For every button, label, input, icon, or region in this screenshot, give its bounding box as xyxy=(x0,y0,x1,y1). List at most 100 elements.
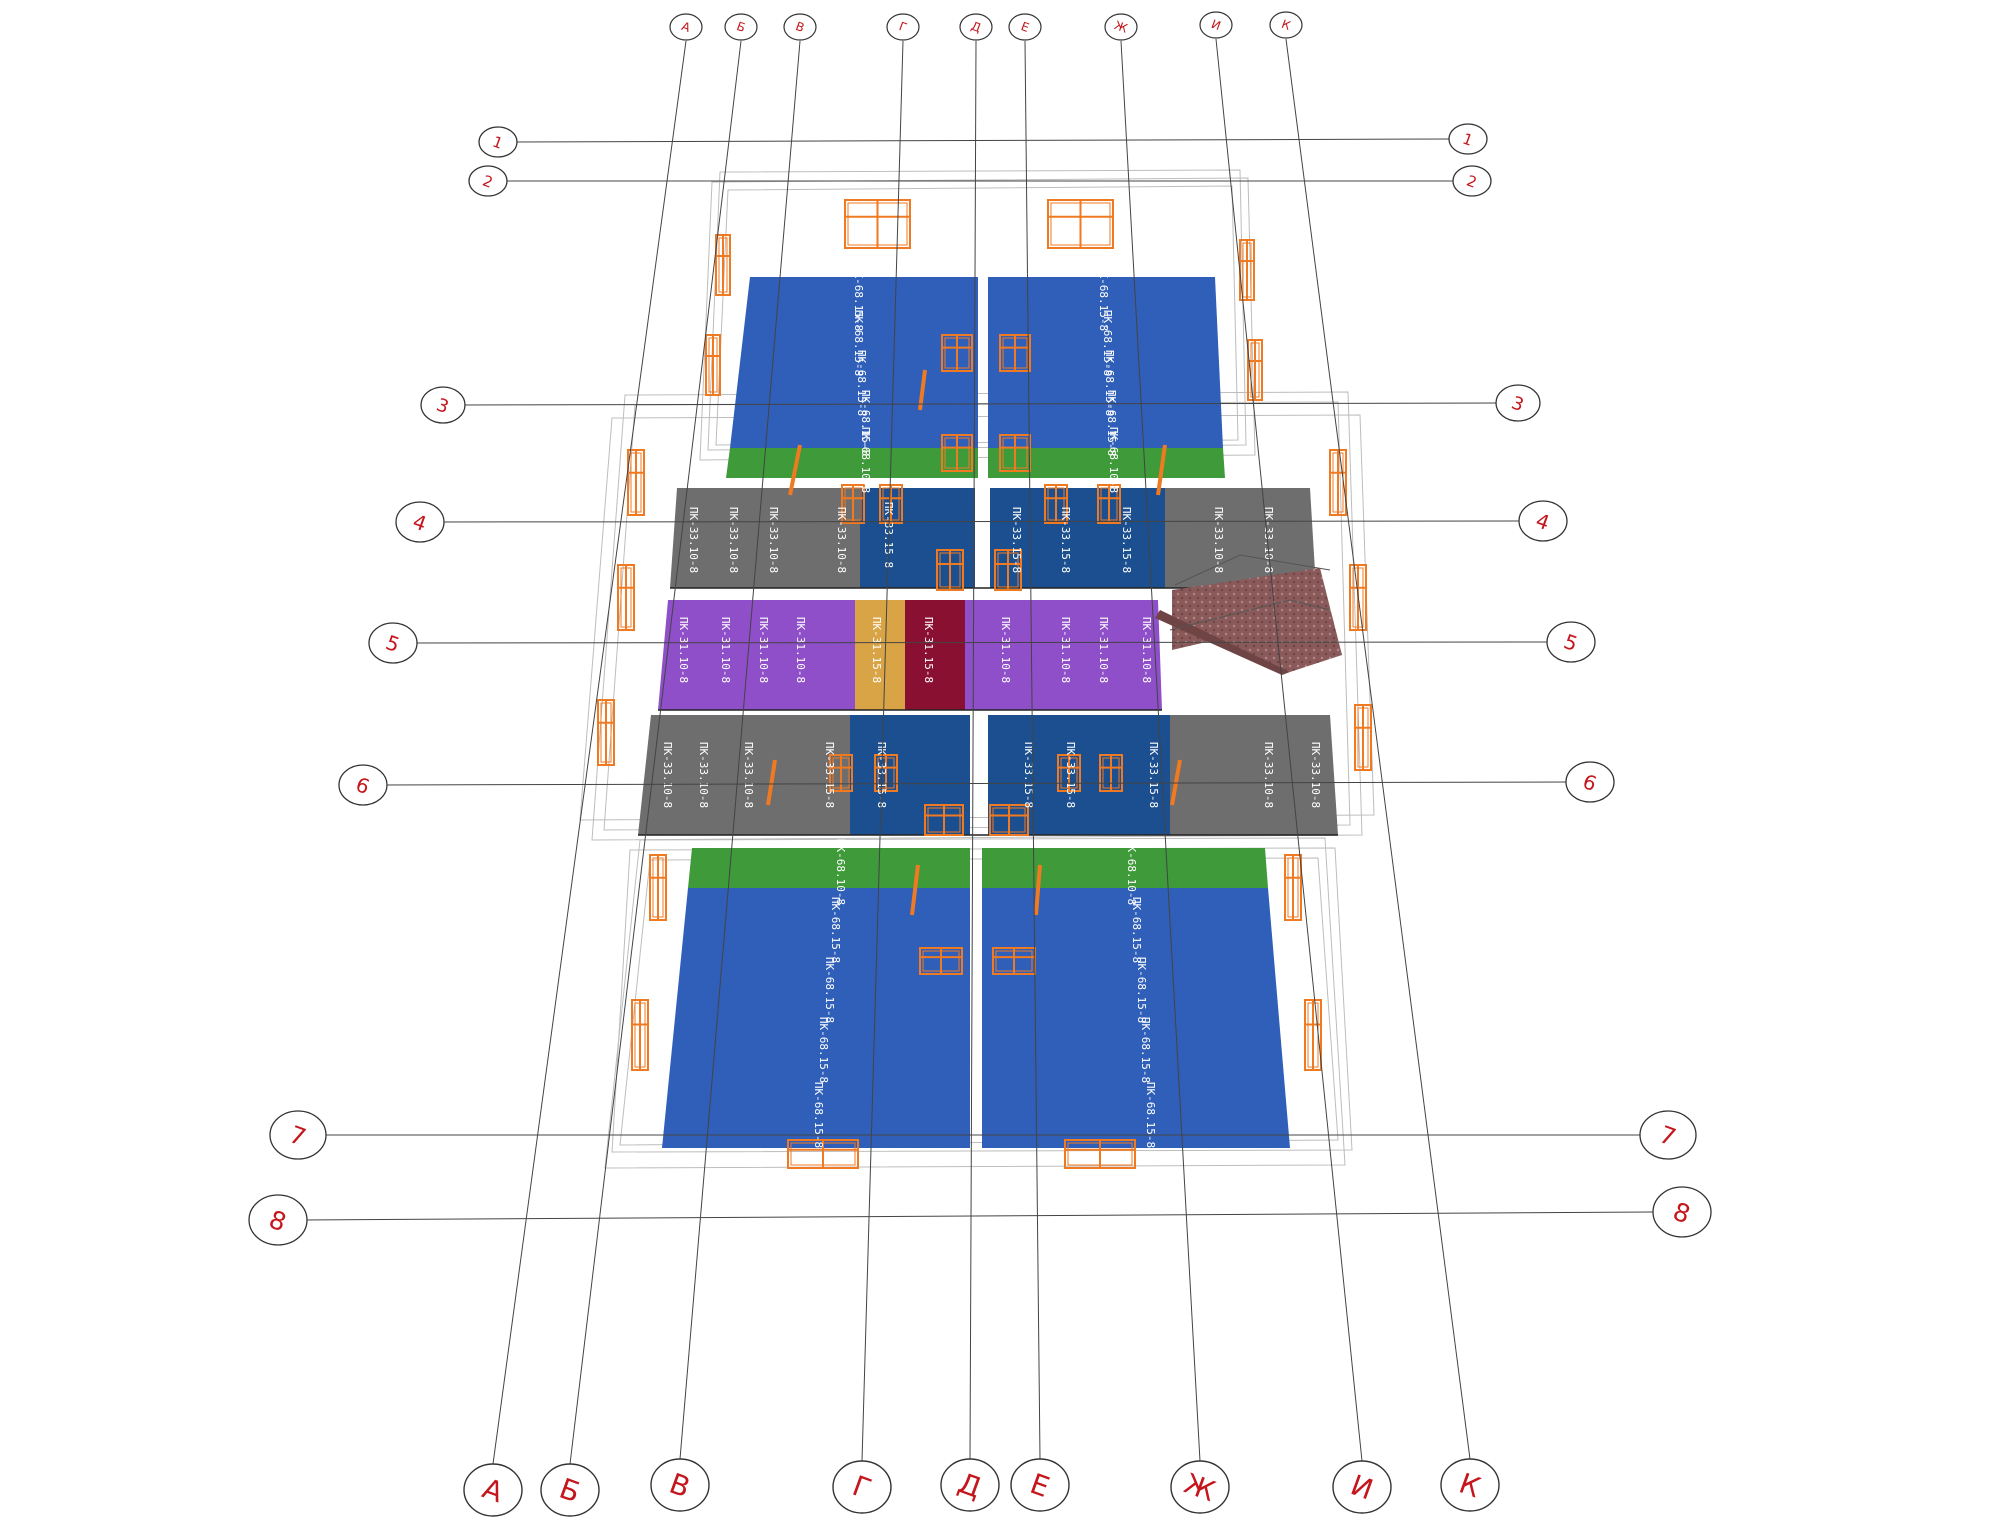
door xyxy=(1057,754,1081,792)
slab-row6-right-gray xyxy=(1170,715,1338,835)
slab-label: ПК-68.15-8 xyxy=(1139,1017,1152,1083)
slab-label: ПК-68.15-8 xyxy=(1105,390,1118,456)
axis-bubble-right-number: 6 xyxy=(1565,761,1615,803)
slab-row5-maroon xyxy=(905,600,965,710)
slab-label: ПК-68.15-8 xyxy=(829,897,842,963)
slab-label: ПК-33.15-8 xyxy=(823,742,836,808)
slab-label: ПК-31.10-8 xyxy=(719,617,732,683)
svg-text:Е: Е xyxy=(1019,19,1031,35)
slab-label: ПК-33.10-8 xyxy=(697,742,710,808)
opening-marker xyxy=(1034,864,1042,916)
axis-bubble-left-number: 2 xyxy=(468,165,508,197)
window-top-left xyxy=(844,199,911,249)
window-frames xyxy=(597,199,1372,1169)
slab-label: ПК-68.15-8 xyxy=(852,265,865,331)
axis-bubble-bottom-letter: Е xyxy=(1010,1458,1070,1512)
slab-label: ПК-33.15-8 xyxy=(1120,507,1133,573)
slab-bottom-left xyxy=(662,888,970,1148)
door xyxy=(999,434,1031,472)
axis-bubble-left-number: 4 xyxy=(395,501,445,543)
door xyxy=(936,549,964,591)
slab-label: ПК-68.10-8 xyxy=(1125,839,1138,905)
door xyxy=(941,434,973,472)
axis-bubble-right-number: 7 xyxy=(1639,1110,1697,1160)
opening-marker xyxy=(910,864,920,916)
axis-bubble-bottom-letter: Г xyxy=(832,1460,892,1514)
svg-text:Д: Д xyxy=(969,19,983,35)
axis-bubble-bottom-letter: И xyxy=(1332,1460,1392,1514)
axis-bubble-top-letter: Ж xyxy=(1104,13,1138,41)
slab-label: ПК-68.15-8 xyxy=(1130,897,1143,963)
axis-line-letter-5 xyxy=(1024,40,1041,1460)
opening-marker xyxy=(1156,444,1167,496)
axis-bubble-left-number: 7 xyxy=(269,1110,327,1160)
floor-slabs xyxy=(638,277,1338,1148)
slab-label: ПК-68.15-8 xyxy=(1097,265,1110,331)
slab-top-right-green xyxy=(988,448,1225,478)
axis-bubble-right-number: 1 xyxy=(1448,123,1488,155)
window-left-side xyxy=(631,999,649,1071)
slab-label: ПК-31.10-8 xyxy=(1140,617,1153,683)
slab-label: ПК-68.10-8 xyxy=(834,839,847,905)
axis-line-letter-2 xyxy=(679,40,801,1460)
slab-label: ПК-31.10-8 xyxy=(794,617,807,683)
slab-row5-right-purple xyxy=(965,600,1162,710)
axis-line-number-7 xyxy=(302,1211,1658,1221)
slab-label: ПК-31.10-8 xyxy=(1059,617,1072,683)
axis-bubble-bottom-letter: Ж xyxy=(1170,1460,1230,1514)
window-left-side xyxy=(705,334,721,396)
axis-line-number-3 xyxy=(439,520,1524,523)
axis-bubble-bottom-letter: Д xyxy=(940,1458,1000,1512)
slab-label: ПК-68.15-8 xyxy=(1101,310,1114,376)
slab-label: ПК-33.10-8 xyxy=(687,507,700,573)
axis-line-letter-6 xyxy=(1120,40,1201,1462)
axis-bubble-left-number: 3 xyxy=(420,386,466,424)
axis-bubble-top-letter: В xyxy=(783,13,817,41)
door xyxy=(919,947,963,975)
window-bottom-left xyxy=(787,1139,859,1169)
door xyxy=(841,484,865,524)
window-bottom-right xyxy=(1064,1139,1136,1169)
axis-bubble-right-number: 5 xyxy=(1546,621,1596,663)
slab-label: ПК-68.10-8 xyxy=(1107,427,1120,493)
slab-label: ПК-33.10-8 xyxy=(727,507,740,573)
slab-top-left xyxy=(730,277,978,448)
slab-label: ПК-33.10-8 xyxy=(835,507,848,573)
door xyxy=(999,334,1031,372)
window-left-side xyxy=(597,699,615,766)
axis-bubble-left-number: 1 xyxy=(478,126,518,158)
slab-label: ПК-68.15-8 xyxy=(859,390,872,456)
axis-bubble-bottom-letter: А xyxy=(463,1463,523,1517)
door xyxy=(1044,484,1068,524)
slab-label: ПК-68.15-8 xyxy=(855,350,868,416)
slab-row6-left-navy xyxy=(850,715,970,835)
door xyxy=(994,549,1022,591)
slab-label: ПК-31.10-8 xyxy=(1097,617,1110,683)
slab-row6-left-gray xyxy=(638,715,850,835)
slab-top-right xyxy=(988,277,1223,448)
slab-label: ПК-68.15-8 xyxy=(1103,350,1116,416)
window-left-side xyxy=(715,234,731,296)
slab-row4-left-gray xyxy=(670,488,860,588)
axis-line-letter-7 xyxy=(1215,38,1363,1462)
slab-label: ПК-33.10-8 xyxy=(1262,742,1275,808)
door xyxy=(1097,484,1121,524)
door xyxy=(1099,754,1123,792)
axis-line-number-5 xyxy=(382,781,1571,786)
window-right-side xyxy=(1284,854,1302,921)
slab-bottom-right-green xyxy=(982,848,1268,888)
axis-bubble-top-letter: К xyxy=(1269,11,1303,39)
slab-label: ПК-31.10-8 xyxy=(757,617,770,683)
axis-bubble-bottom-letter: В xyxy=(650,1458,710,1512)
door xyxy=(879,484,903,524)
slab-label: ПК-33.10-8 xyxy=(767,507,780,573)
slab-label: ПК-68.15-8 xyxy=(817,1017,830,1083)
window-right-side xyxy=(1354,704,1372,771)
axis-line-letter-3 xyxy=(861,40,904,1462)
slab-top-left-green xyxy=(726,448,978,478)
door xyxy=(924,804,964,836)
axis-bubble-right-number: 4 xyxy=(1518,500,1568,542)
slab-label: ПК-33.15-8 xyxy=(1064,742,1077,808)
